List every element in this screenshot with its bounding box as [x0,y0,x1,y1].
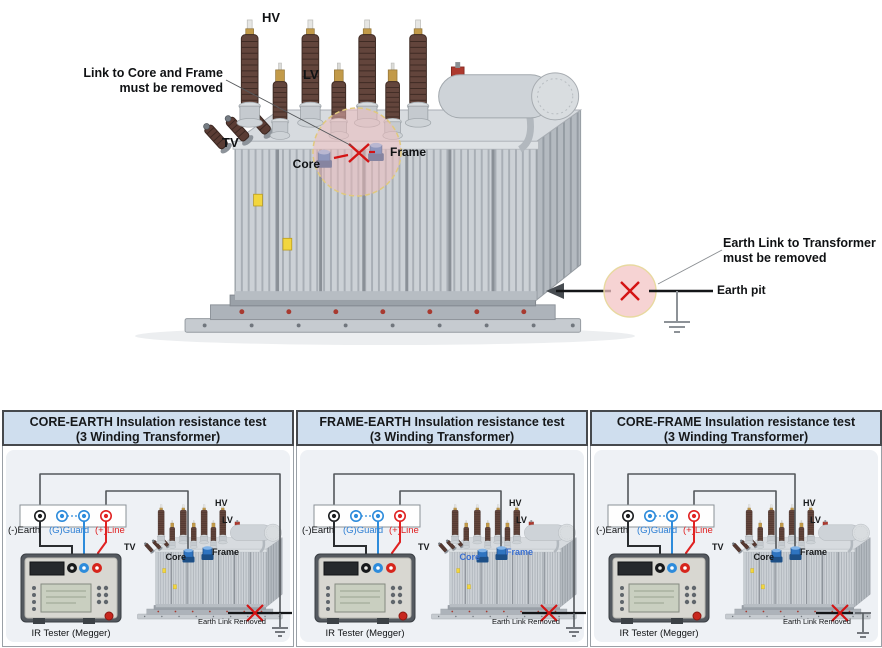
lv-label: LV [516,515,527,525]
earth-link-removed-x-icon [620,281,640,301]
hv-label: HV [215,498,228,508]
panel-core-earth: CORE-EARTH Insulation resistance test (3… [2,410,294,647]
hv-label: HV [262,10,281,25]
line-terminal [394,510,407,523]
tv-label: TV [124,542,136,552]
earth-note-line2: must be removed [723,251,827,265]
ir-tester-label: IR Tester (Megger) [31,628,111,639]
earth-link-removed-x-icon [246,604,264,622]
line-terminal [688,510,701,523]
panel-title-line1: FRAME-EARTH Insulation resistance test [319,415,565,429]
earth-link-removed-x-icon [831,604,849,622]
frame-terminal-cap [201,546,214,560]
guard-terminal-label: (G)Guard [49,525,90,536]
earth-terminal-label: (-)Earth [302,525,335,536]
earth-ground-icon [566,613,582,637]
earth-link-removed-label: Earth Link Removed [783,617,851,626]
earth-terminal [621,510,634,523]
earth-link-removed-x-icon [540,604,558,622]
earth-terminal [33,510,46,523]
frame-terminal-cap [495,546,508,560]
panel-frame-earth: FRAME-EARTH Insulation resistance test (… [296,410,588,647]
earth-terminal [327,510,340,523]
lv-label: LV [303,67,319,82]
hv-label: HV [509,498,522,508]
tv-label: TV [712,542,724,552]
core-terminal-cap [476,548,489,563]
core-frame-wiring-diagram [607,473,872,638]
lv-label: LV [222,515,233,525]
line-terminal-label: (+)Line [95,525,125,536]
panel-core-frame: CORE-FRAME Insulation resistance test (3… [590,410,882,647]
core-label: Core [292,157,320,171]
core-terminal-cap [182,548,195,563]
line-terminal-label: (+)Line [389,525,419,536]
ir-tester-illustration [314,553,416,624]
frame-label: Frame [390,145,427,159]
link-note-pointer-line [225,79,353,147]
core-frame-removed-x-icon [348,143,370,163]
frame-label: Frame [506,547,534,557]
earth-link-removed-label: Earth Link Removed [198,617,266,626]
earth-terminal-label: (-)Earth [596,525,629,536]
panel-title-line2: (3 Winding Transformer) [369,429,515,444]
earth-pit-label: Earth pit [717,283,766,297]
tv-label: TV [222,135,239,150]
frame-terminal-cap [789,546,802,560]
panel-core-earth-title: CORE-EARTH Insulation resistance test (3… [2,410,294,446]
earth-ground-icon [272,613,288,637]
earth-terminal-label: (-)Earth [8,525,41,536]
core-earth-wiring-diagram [19,473,292,637]
guard-terminal-label: (G)Guard [637,525,678,536]
line-terminal-label: (+)Line [683,525,713,536]
ir-tester-label: IR Tester (Megger) [325,628,405,639]
guard-terminals [55,510,91,523]
core-label: Core [753,552,774,562]
removed-link-stubs [333,150,375,160]
core-label: Core [459,552,480,562]
earth-note-pointer-line [657,249,723,285]
panel-frame-earth-title: FRAME-EARTH Insulation resistance test (… [296,410,588,446]
ir-tester-label: IR Tester (Megger) [619,628,699,639]
earth-ground-icon [664,291,690,333]
guard-terminals [643,510,679,523]
panel-title-line2: (3 Winding Transformer) [663,429,809,444]
frame-label: Frame [800,547,828,557]
core-terminal-cap [770,548,783,563]
earth-note-line1: Earth Link to Transformer [723,236,876,250]
link-note-line2: must be removed [119,81,223,95]
frame-label: Frame [212,547,240,557]
panel-core-frame-title: CORE-FRAME Insulation resistance test (3… [590,410,882,446]
earth-link-removed-label: Earth Link Removed [492,617,560,626]
transformer-drawing [135,0,723,345]
guard-terminal-label: (G)Guard [343,525,384,536]
base-arrow [546,283,564,299]
lv-label: LV [810,515,821,525]
link-note-line1: Link to Core and Frame [83,66,223,80]
core-label: Core [165,552,186,562]
hv-label: HV [803,498,816,508]
tv-label: TV [418,542,430,552]
panel-title-line2: (3 Winding Transformer) [75,429,221,444]
panel-title-line1: CORE-EARTH Insulation resistance test [29,415,267,429]
ir-tester-illustration [608,553,710,624]
main-transformer-illustration: HV LV TV Core Frame Link to Core and Fra… [83,0,876,345]
test-panels: CORE-EARTH Insulation resistance test (3… [2,410,882,647]
frame-earth-wiring-diagram [313,473,586,637]
panel-title-line1: CORE-FRAME Insulation resistance test [616,415,856,429]
line-terminal [100,510,113,523]
ir-tester-illustration [20,553,122,624]
earth-electrode-icon [855,612,871,638]
